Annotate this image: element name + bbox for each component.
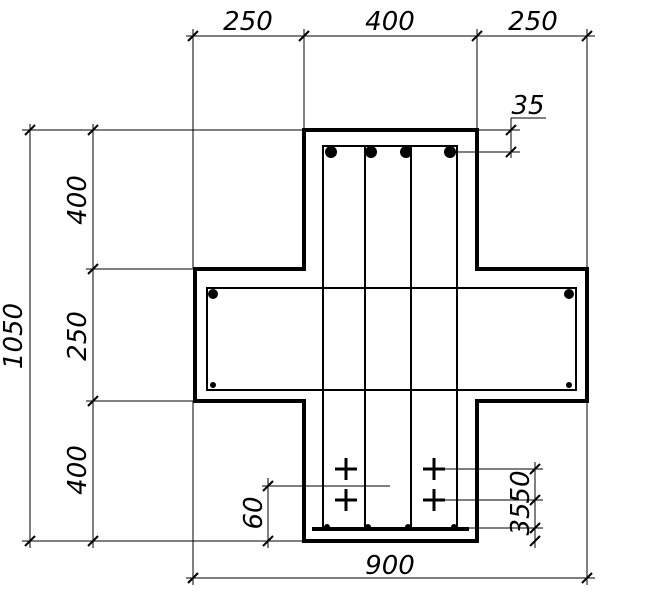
dim-top-middle: 400 — [365, 7, 415, 37]
dimension-lines — [22, 29, 595, 585]
rebar-mid-right-top — [564, 289, 574, 299]
dim-top-right: 250 — [508, 7, 558, 37]
rebar-top-4 — [444, 146, 456, 158]
rebar-bottom-3 — [405, 524, 411, 530]
dim-bottom-width: 900 — [365, 551, 415, 581]
rebar-top-3 — [400, 146, 412, 158]
plus-icon — [335, 458, 357, 480]
dim-left-middle: 250 — [63, 311, 93, 361]
dim-bottom-offset-right-a: 50 — [506, 470, 536, 503]
dim-top-left: 250 — [223, 7, 273, 37]
dim-bottom-offset-left: 60 — [239, 496, 269, 529]
cross-section-outline — [193, 128, 589, 543]
rebar-bottom-2 — [365, 524, 371, 530]
plus-icon — [423, 458, 445, 480]
dimension-ticks — [24, 30, 593, 584]
dim-overall-height: 1050 — [0, 303, 29, 369]
rebar-top-2 — [365, 146, 377, 158]
rebar-mid-left-bottom — [210, 382, 216, 388]
rebar-dots — [208, 146, 574, 530]
plus-icon — [423, 489, 445, 511]
dim-left-top: 400 — [63, 175, 93, 225]
dim-cover-top: 35 — [511, 91, 544, 121]
plus-markers — [335, 458, 445, 511]
stirrups — [206, 145, 577, 529]
rebar-mid-left-top — [208, 289, 218, 299]
rebar-top-1 — [325, 146, 337, 158]
dim-bottom-offset-right-b: 35 — [506, 502, 536, 535]
rebar-mid-right-bottom — [566, 382, 572, 388]
dim-left-bottom: 400 — [63, 445, 93, 495]
rebar-bottom-1 — [324, 524, 330, 530]
plus-icon — [335, 489, 357, 511]
rebar-bottom-4 — [451, 524, 457, 530]
